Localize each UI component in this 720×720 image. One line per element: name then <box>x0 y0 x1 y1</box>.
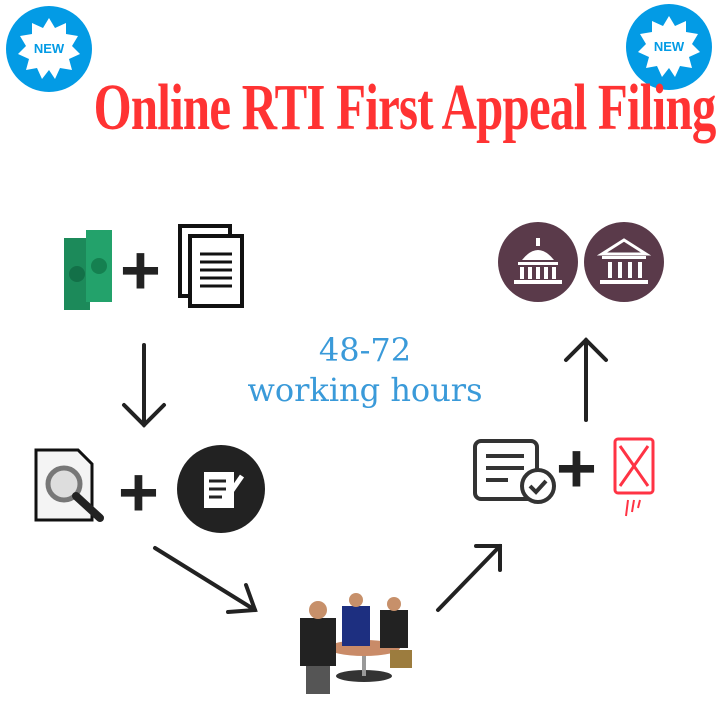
new-badge-right: NEW <box>626 4 712 90</box>
plus-icon: + <box>118 453 159 531</box>
plus-icon: + <box>556 429 597 507</box>
arrow-down <box>122 343 166 428</box>
money-icon <box>64 230 112 310</box>
documents-icon <box>178 224 244 308</box>
plus-icon: + <box>120 231 161 309</box>
processing-time: 48-72 working hours <box>247 331 483 409</box>
starburst-icon <box>18 18 80 79</box>
edit-form-icon <box>177 445 265 533</box>
government-building-icon <box>584 222 664 302</box>
document-search-icon <box>34 448 104 522</box>
arrow-down-right <box>153 546 258 614</box>
officials-meeting-icon <box>300 593 412 694</box>
parliament-building-icon <box>498 222 578 302</box>
arrow-up <box>564 337 608 422</box>
new-badge-left: NEW <box>6 6 92 92</box>
approved-document-icon <box>473 439 556 504</box>
starburst-icon <box>638 16 700 77</box>
mail-send-icon <box>613 437 655 517</box>
arrow-up-right <box>436 544 502 612</box>
page-title: Online RTI First Appeal Filing <box>93 71 717 144</box>
